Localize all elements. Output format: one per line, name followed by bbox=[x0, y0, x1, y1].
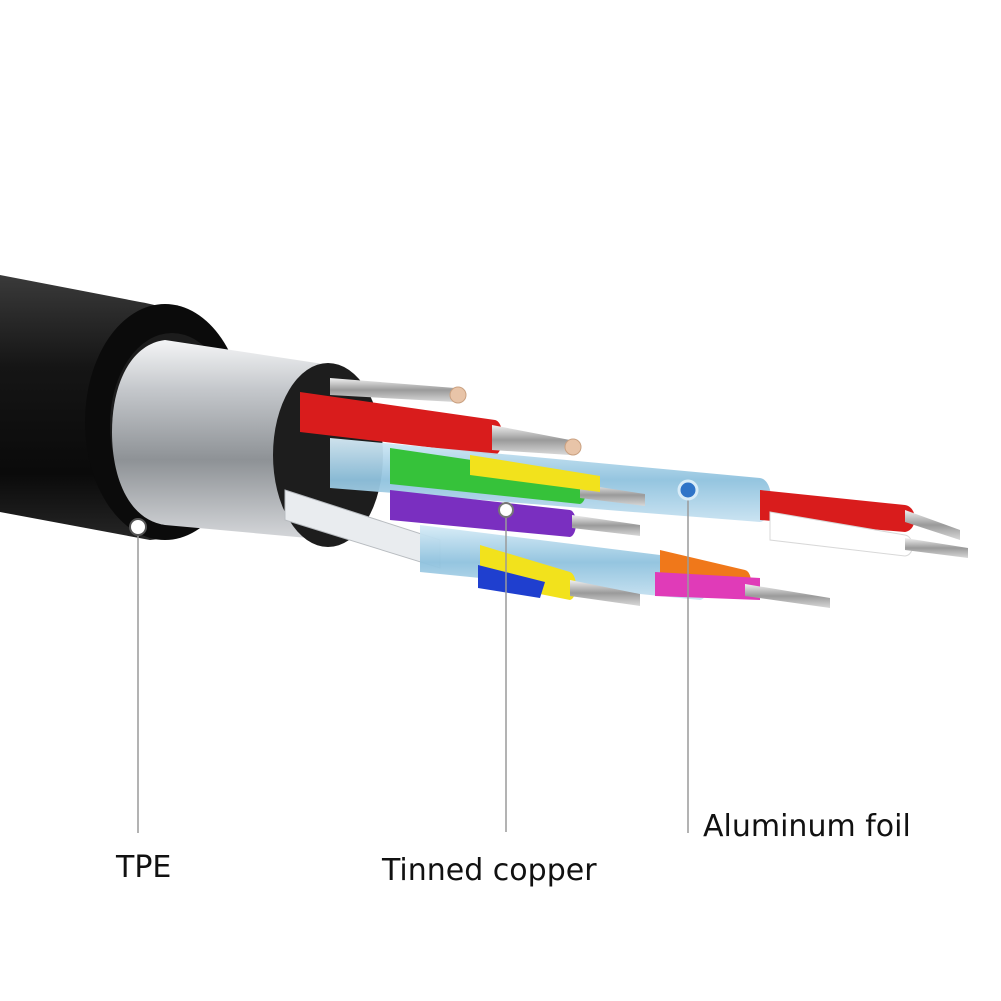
tpe-marker-dot bbox=[129, 518, 147, 536]
callout-aluminum-foil bbox=[677, 479, 699, 833]
label-tinned-copper: Tinned copper bbox=[382, 853, 597, 888]
conductor-bundle bbox=[284, 378, 968, 608]
copper-marker-dot bbox=[498, 502, 514, 518]
callout-tinned-copper bbox=[498, 502, 514, 832]
label-aluminum-foil: Aluminum foil bbox=[703, 809, 911, 844]
label-tpe: TPE bbox=[116, 850, 172, 885]
foil-marker-dot bbox=[677, 479, 699, 501]
callout-tpe bbox=[129, 518, 147, 833]
